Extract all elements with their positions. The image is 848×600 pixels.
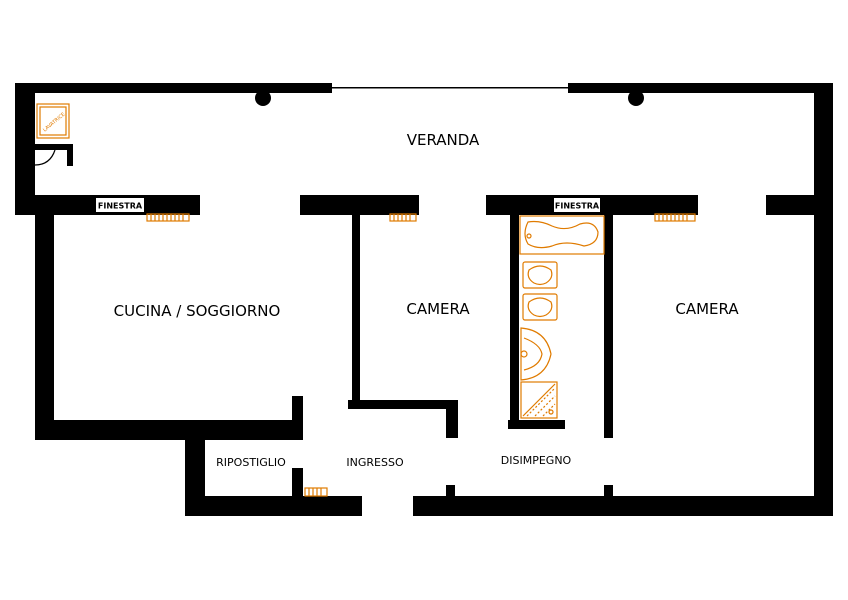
wall-laundry-closet <box>35 144 73 150</box>
wall-bedroom1-jamb <box>446 400 458 438</box>
wall-bedroom1-left <box>352 195 360 405</box>
wall-stub-1 <box>446 485 455 497</box>
wall-bath-left <box>510 212 519 426</box>
wall-kitchen-jamb <box>292 396 303 434</box>
room-label-bedroom-1: CAMERA <box>406 300 470 318</box>
wall-storage-right <box>292 468 303 496</box>
radiator-bedroom2-icon <box>654 213 696 222</box>
wall-laundry-closet-end <box>67 144 73 166</box>
wall-stub-2 <box>604 485 613 497</box>
window-tag-1-text: FINESTRA <box>98 202 143 211</box>
wall-mid-far-right <box>766 195 833 215</box>
toilet-icon <box>522 293 558 321</box>
bathtub-icon <box>519 215 605 255</box>
wall-left-veranda <box>15 83 35 215</box>
window-tag-1-box <box>96 198 144 212</box>
door-laundry-arc <box>34 149 56 166</box>
shower-icon <box>520 381 558 419</box>
room-label-storage: RIPOSTIGLIO <box>216 456 286 469</box>
wall-bottom-right <box>413 496 833 516</box>
radiator-bedroom1-icon <box>389 213 417 222</box>
wall-storage-left <box>185 430 205 516</box>
door-swing-marks <box>34 149 56 166</box>
bidet-icon <box>522 261 558 289</box>
window-tag-2-box <box>554 198 600 212</box>
room-label-kitchen: CUCINA / SOGGIORNO <box>114 302 281 320</box>
washing-machine-inner <box>39 106 67 136</box>
window-tag-2-text: FINESTRA <box>555 202 600 211</box>
veranda-glazing <box>332 87 568 89</box>
wall-bath-bottom <box>508 420 565 429</box>
wall-top-left <box>15 83 332 93</box>
room-label-veranda: VERANDA <box>407 131 480 149</box>
wall-kitchen-left <box>35 195 54 440</box>
column-right <box>628 90 644 106</box>
column-left <box>255 90 271 106</box>
wall-top-right <box>568 83 833 93</box>
window-tag-2: FINESTRA <box>554 198 600 212</box>
window-tag-1: FINESTRA <box>96 198 144 212</box>
wall-right <box>814 83 833 515</box>
wall-bedroom1-bottom <box>348 400 458 409</box>
room-label-entrance: INGRESSO <box>346 456 404 469</box>
radiator-kitchen-icon <box>146 213 190 222</box>
wall-bottom-left <box>185 496 362 516</box>
washing-machine-body <box>36 103 70 139</box>
radiator-storage-icon <box>304 487 328 497</box>
sink-icon <box>520 327 552 381</box>
room-label-hallway: DISIMPEGNO <box>501 454 572 467</box>
walls <box>15 83 833 516</box>
wall-kitchen-bottom <box>35 420 303 440</box>
room-labels: VERANDA CUCINA / SOGGIORNO CAMERA CAMERA… <box>114 131 740 469</box>
wall-bath-right <box>604 212 613 426</box>
wall-bedroom2-jamb <box>604 420 613 438</box>
room-label-bedroom-2: CAMERA <box>675 300 739 318</box>
